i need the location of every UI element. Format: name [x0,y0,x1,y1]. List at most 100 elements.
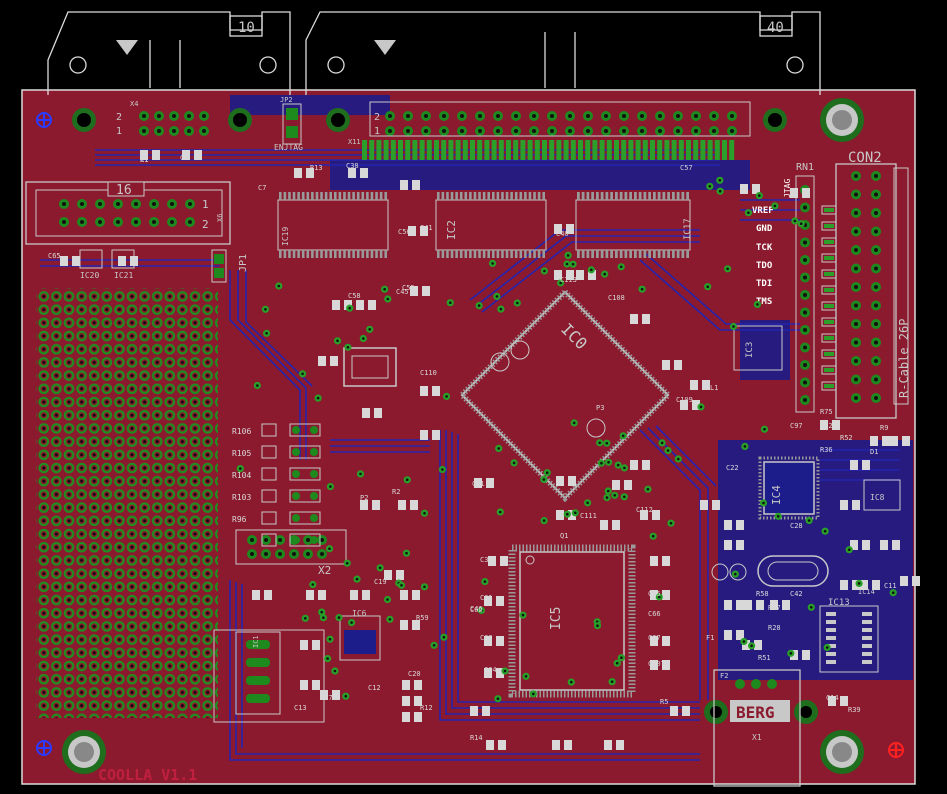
part-label: R58 [756,590,769,598]
resistor-strip [362,140,735,160]
resistor-label: R103 [232,493,251,502]
part-label: R2 [392,488,400,496]
part-label: C65 [48,252,61,260]
jtag-vref: VREF [752,206,774,216]
ic6: IC6 [339,609,381,661]
board-title: COOLLA V1.1 [98,766,197,784]
part-label: C7 [258,184,266,192]
part-label: C61 [480,594,493,602]
svg-text:IC3: IC3 [745,342,755,358]
svg-text:IC19: IC19 [281,227,290,246]
x2-pins [247,535,327,559]
part-label: C62 [470,606,483,614]
jtag-tck: TCK [756,243,773,253]
part-label: C109 [676,396,693,404]
header-x4-pins [139,111,209,136]
part-label: C45 [396,288,409,296]
part-label: C67 [648,634,661,642]
part-label: C111 [580,512,597,520]
part-label: C108 [608,294,625,302]
part-label: C19 [374,578,387,586]
ic4: IC4 [758,456,820,520]
part-label: R28 [768,624,781,632]
part-label: R39 [848,706,861,714]
connector-outlines [47,11,821,95]
ic8: IC8 [863,479,901,511]
smd-components [60,150,920,750]
part-label: C22 [726,464,739,472]
part-label: L1 [710,384,718,392]
svg-text:IC4: IC4 [770,485,783,505]
part-label: C66 [648,610,661,618]
part-label: C110 [420,369,437,377]
jp2-ref: JP2 [280,96,293,104]
x6-ref: X6 [216,214,224,222]
part-label: C41 [420,224,433,232]
ic17: IC17 [575,192,693,258]
x6-pin1-label: 1 [202,198,209,211]
part-label: R75 [820,408,833,416]
part-label: C56 [398,228,411,236]
x11-pin1-label: 1 [374,126,380,137]
ic19: IC19 [277,192,389,258]
part-label: C6 [180,154,188,162]
part-label: C65 [648,590,661,598]
resistor-label: R105 [232,449,251,458]
svg-text:IC13: IC13 [828,598,850,608]
jtag-gnd: GND [756,224,773,234]
svg-text:IC6: IC6 [352,609,367,618]
prototype-grid [36,288,218,718]
x11-pin2-label: 2 [374,112,380,123]
part-label: D1 [870,448,878,456]
x6-pin2-label: 2 [202,218,209,231]
part-label: R27 [768,604,781,612]
ic1: IC1 [235,631,281,715]
ic5: IC5 [508,544,636,698]
part-label: C40 [556,230,569,238]
mounting-holes [62,98,864,774]
part-label: R82 [820,422,833,430]
x2-ref: X2 [318,564,331,577]
part-label: C55 [402,284,415,292]
svg-text:IC5: IC5 [549,607,564,630]
part-label: C113 [560,276,577,284]
part-label: C107 [648,660,665,668]
part-label: C36 [480,556,493,564]
part-label: C38 [346,162,359,170]
jtag-tms: TMS [756,297,772,307]
svg-text:IC2: IC2 [445,220,458,240]
rn1-ref: RN1 [796,162,814,173]
part-label: P3 [596,404,604,412]
ic14-ref: IC14 [858,588,875,596]
x6-pins [59,199,195,227]
ic2: IC2 [435,192,547,258]
pin1-marker-icon [116,40,138,55]
part-label: X1 [140,156,148,164]
jtag-tdo: TDO [756,261,773,271]
part-label: C20 [408,670,421,678]
part-label: C97 [790,422,803,430]
jtag-tdi: TDI [756,279,772,289]
x4-ref: X4 [130,100,138,108]
part-label: C46 [470,605,483,613]
berg-jack: BERG X1 [713,669,801,787]
vias [236,176,897,703]
part-label: C11 [884,582,897,590]
connector-16-label: 16 [116,183,132,198]
resistor-ladder [261,423,321,547]
part-label: R59 [416,614,429,622]
part-label: R51 [758,654,771,662]
part-label: P2 [360,494,368,502]
con2-cable-label: R-Cable 26P [897,319,911,398]
svg-text:IC17: IC17 [683,218,693,240]
berg-label: BERG [736,703,775,722]
part-label: C112 [636,506,653,514]
part-label: C12 [368,684,381,692]
part-label: C13 [294,704,307,712]
part-label: C17 [320,694,333,702]
x4-pin1-label: 1 [116,126,122,137]
x4-pin2-label: 2 [116,112,122,123]
part-label: R12 [420,704,433,712]
part-label: C31 [472,480,485,488]
